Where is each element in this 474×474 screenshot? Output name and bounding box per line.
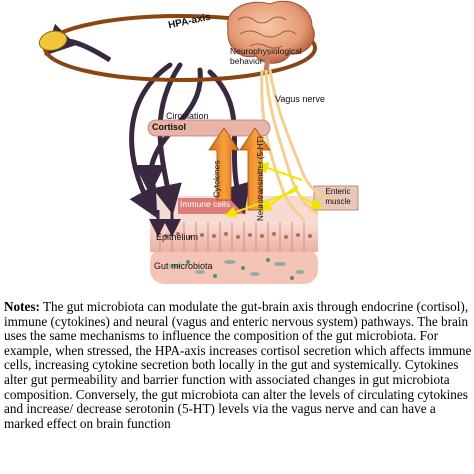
notes-body: The gut microbiota can modulate the gut-… xyxy=(4,299,472,431)
vagus-nerve xyxy=(260,69,335,222)
neurophysiological-behavior-label: Neurophysiological behavior xyxy=(230,46,302,66)
serotonin-arrows xyxy=(224,162,324,218)
neurotransmitter-label: Neurotransmitter (5-HT) xyxy=(255,136,265,221)
figure-notes: Notes: The gut microbiota can modulate t… xyxy=(4,299,472,431)
cytokines-label: Cytokines xyxy=(211,160,222,198)
immune-cells-label: Immune cells xyxy=(180,199,231,209)
circulation-label: Circulation xyxy=(166,111,209,121)
adrenal-icon xyxy=(38,30,68,51)
vagus-nerve-label: Vagus nerve xyxy=(275,94,325,104)
circulation-bar xyxy=(147,119,271,137)
cortisol-label: Cortisol xyxy=(152,122,187,132)
gut-brain-axis-diagram xyxy=(38,0,359,284)
neurophysiological-behavior-text: Neurophysiological behavior xyxy=(230,46,302,66)
enteric-muscle-label: Enteric muscle xyxy=(317,187,359,207)
cytokines-arrow xyxy=(208,127,240,201)
barrier-arrows xyxy=(149,210,181,237)
epithelium-label: Epithelium xyxy=(156,232,199,242)
enteric-muscle-text: Enteric muscle xyxy=(325,187,351,206)
brain-icon xyxy=(227,0,315,75)
notes-heading: Notes: xyxy=(4,299,40,314)
gut-microbiota-layer xyxy=(150,248,318,284)
gut-microbiota-label: Gut microbiota xyxy=(154,261,213,271)
